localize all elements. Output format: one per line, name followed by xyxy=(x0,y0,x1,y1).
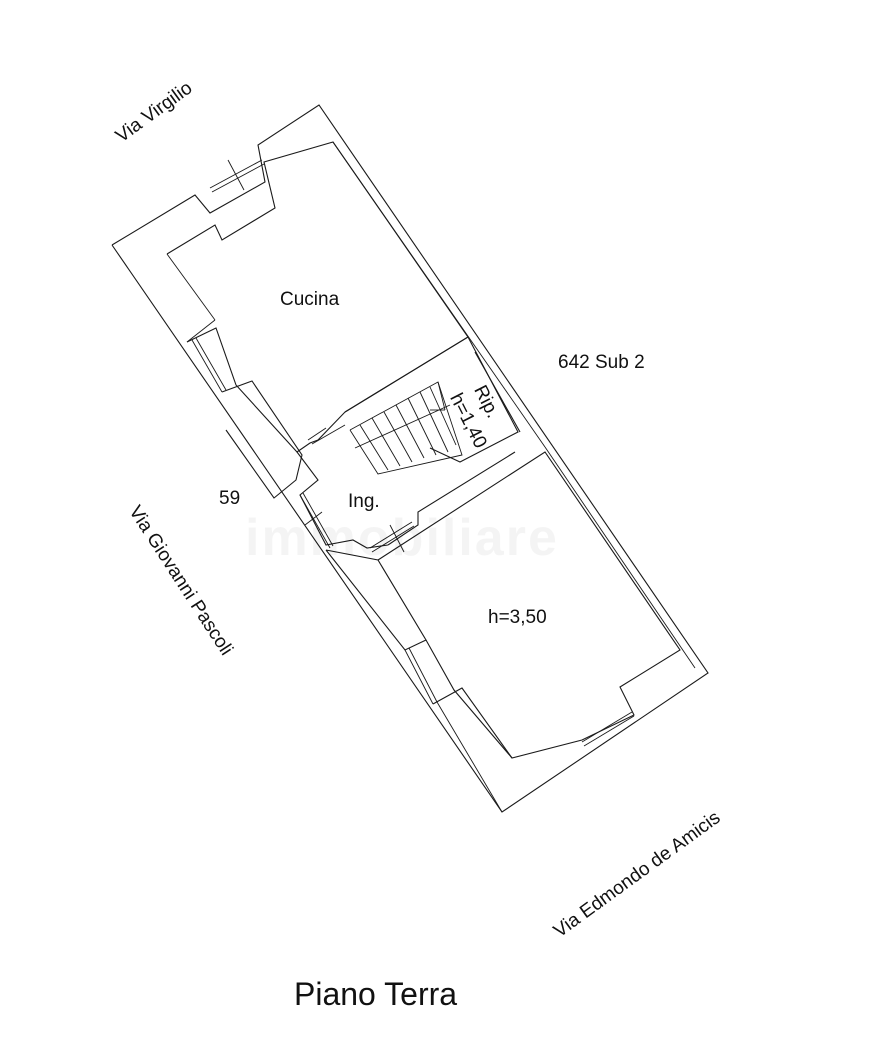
north-window xyxy=(209,159,265,193)
room-height-lower: h=3,50 xyxy=(488,607,547,628)
lower-room xyxy=(325,451,681,813)
west-pier xyxy=(221,380,303,499)
watermark: immobiliare xyxy=(245,508,559,568)
room-label-ingresso: Ing. xyxy=(348,491,380,512)
room-label-cucina: Cucina xyxy=(280,289,340,310)
civic-number: 59 xyxy=(219,488,241,509)
ingresso xyxy=(296,424,516,553)
neighbor-label: 642 Sub 2 xyxy=(558,352,645,373)
cucina-west-window xyxy=(191,337,227,393)
plan-title: Piano Terra xyxy=(294,976,458,1012)
stairs xyxy=(349,381,463,475)
